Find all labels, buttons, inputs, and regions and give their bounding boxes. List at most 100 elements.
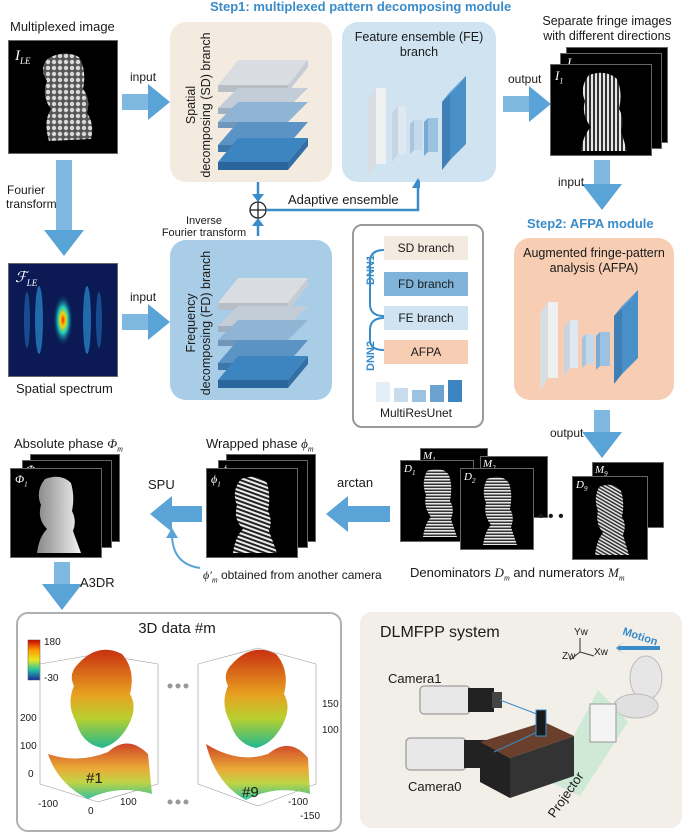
arctan-label: arctan [337,475,374,490]
input-label-afpa: input [558,175,585,189]
afpa-block-1 [540,302,558,390]
spu-label: SPU [148,477,175,492]
camera-view-lines [493,699,547,753]
a3dr-label: A3DR [80,575,115,590]
fd-layer-stack [218,278,308,388]
denominators-caption: Denominators Dm and numerators Mm [410,565,625,583]
fe-block-5 [442,76,466,170]
spu-arrow [150,496,202,532]
step1-title: Step1: multiplexed pattern decomposing m… [210,0,512,14]
data3d-title: 3D data #m [138,620,216,637]
spatial-spectrum-caption: Spatial spectrum [16,381,113,396]
fe-network [368,76,466,176]
surface-left [48,649,152,799]
denominator-image-d9: D9 [572,476,648,560]
adaptive-ensemble-label: Adaptive ensemble [288,192,399,207]
colorbar [27,639,41,681]
d9-graphic [595,484,629,555]
right-z-tick-100: 100 [322,725,339,736]
input-arrow-afpa [582,160,622,210]
axis-x-label: Xw [594,647,608,658]
multiplexed-image-caption: Multiplexed image [10,19,115,34]
fd-layer-5 [218,356,308,388]
motion-arrow [616,642,660,654]
afpa-network [540,290,638,390]
fe-block-4 [424,118,438,156]
fe-block-3 [410,120,422,154]
output-label-1: output [508,72,542,86]
legend-sd-branch: SD branch [384,236,468,260]
spectrum-graphic [24,286,102,354]
fringe-image-front-label: I1 [555,68,564,86]
left-x-tick-2: 0 [88,806,94,817]
absolute-phase-caption: Absolute phase Φm [14,436,123,454]
another-camera-label: ϕ′m obtained from another camera [203,568,382,585]
spatial-spectrum-image: ℱLE [8,263,118,377]
data3d-panel [16,612,342,832]
axis-y-label: Yw [574,627,588,638]
input-arrow-sd [122,84,170,120]
left-z-tick-100: 100 [20,741,37,752]
axis-z-label: Zw [562,651,576,662]
multiplexed-image-symbol: ILE [15,48,31,66]
left-z-tick-200: 200 [20,713,37,724]
projector-device [480,722,574,798]
denominator-image-d2: D2 [460,468,534,550]
dm-ellipsis: • • • [538,508,564,525]
colorbar-min: -30 [44,673,59,684]
sd-layer-5 [218,138,308,170]
ellipsis-dots [167,683,189,805]
right-z-tick-150: 150 [322,699,339,710]
fe-block-1 [368,88,386,176]
statue-icon [613,655,663,719]
legend-multiresunet: MultiResUnet [379,406,453,420]
legend-dnn2: DNN2 [364,341,377,371]
camera1-label: Camera1 [388,671,442,686]
fe-block-2 [392,106,406,162]
left-x-tick-3: 100 [120,797,137,808]
fd-layer-1 [218,278,308,310]
right-plot-label: #9 [242,784,259,801]
axis-icon [569,638,595,661]
step2-title: Step2: AFPA module [527,216,654,231]
fe-branch-panel [342,22,496,182]
right-x-tick-1: -100 [288,797,309,808]
camera1-device [419,685,502,715]
fringe-head-graphic [581,72,627,151]
arctan-arrow [326,496,390,532]
camera0-label: Camera0 [408,779,462,794]
left-x-tick-1: -100 [38,799,59,810]
legend-fe-branch: FE branch [384,306,468,330]
surface-right [206,649,310,800]
colorbar-max: 180 [44,637,61,648]
right-x-tick-2: -150 [300,811,321,822]
d2-graphic [483,476,517,545]
d1-graphic [423,468,457,537]
afpa-block-3 [582,334,594,368]
output-arrow-1 [503,86,551,122]
wrapped-phase-graphic [233,476,277,553]
absolute-phase-front: Φ1 [10,468,102,558]
fringe-image-front: I1 [550,64,652,156]
camera-curve-arrow [166,528,201,569]
a3dr-arrow [42,562,82,610]
legend-afpa: AFPA [384,340,468,364]
output-label-2: output [550,426,584,440]
multiplexed-image-graphic [43,53,93,141]
afpa-block-2 [564,320,578,376]
input-label-sd: input [130,70,157,84]
adaptive-ensemble-connector [249,178,420,236]
sd-layer-stack [218,60,308,170]
legend-brackets [369,249,385,351]
input-arrow-fd [122,304,170,340]
afpa-block-5 [614,290,638,384]
wrapped-phase-caption: Wrapped phase ϕm [206,436,314,454]
afpa-block-4 [596,332,610,370]
dlmfpp-title: DLMFPP system [380,624,500,641]
absolute-phase-graphic [37,476,81,553]
wrapped-phase-front: ϕ1 [206,468,298,558]
